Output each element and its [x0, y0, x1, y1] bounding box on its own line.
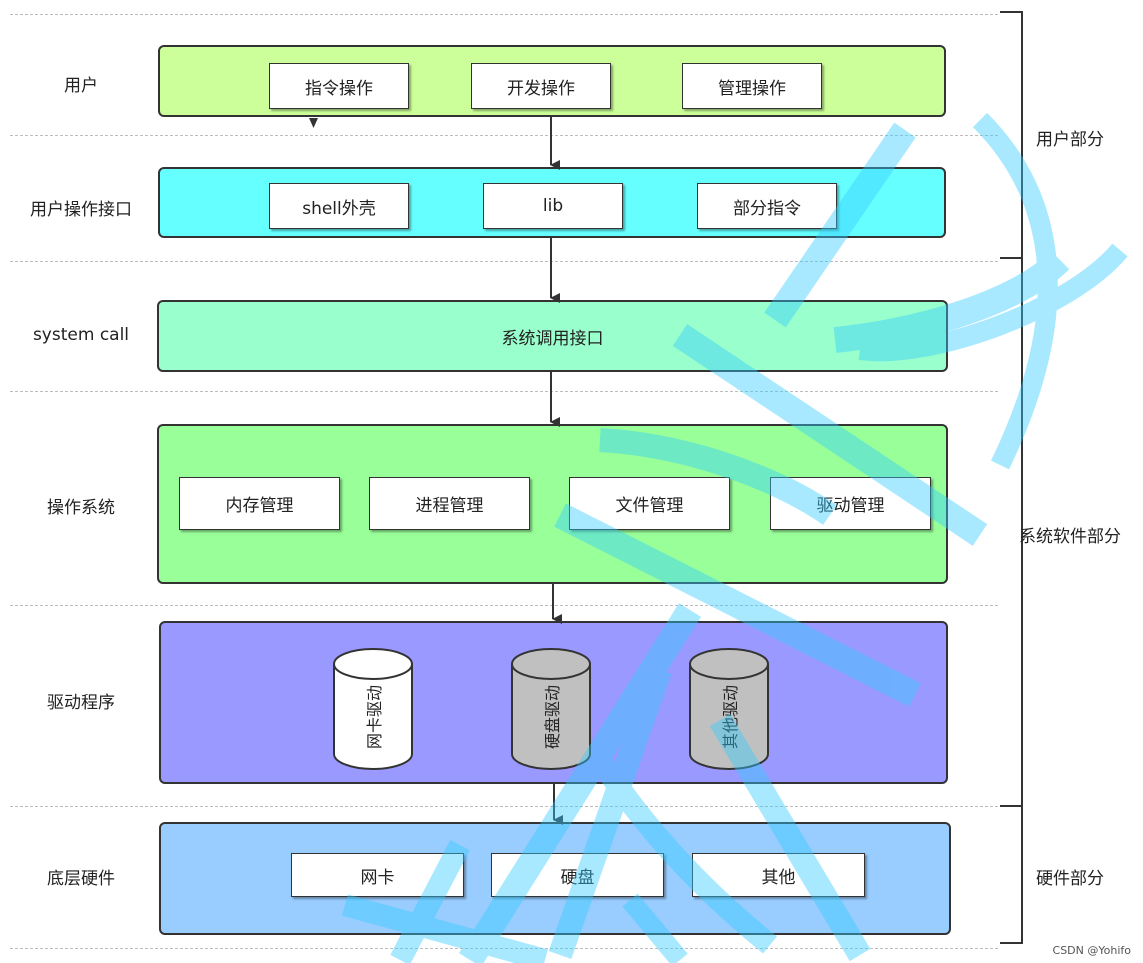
watermark-stroke	[709, 713, 871, 962]
section-label-user: 用户部分	[1036, 130, 1104, 150]
separator-line	[10, 948, 998, 949]
lib-box: lib	[483, 183, 623, 229]
watermark-stroke	[672, 324, 988, 546]
credit-text: CSDN @Yohifo	[1052, 944, 1131, 957]
other-box: 其他	[692, 853, 865, 897]
watermark-stroke	[764, 122, 916, 328]
section-label-hardware: 硬件部分	[1036, 869, 1104, 889]
watermark-stroke	[590, 753, 777, 954]
bracket-hardware-part	[1000, 805, 1023, 944]
separator-line	[10, 135, 998, 136]
row-label-user: 用户	[64, 76, 98, 96]
watermark-stroke	[458, 603, 702, 963]
disk-box: 硬盘	[491, 853, 664, 897]
watermark-stroke	[554, 503, 921, 707]
cylinder-body	[689, 664, 769, 770]
watermark-stroke	[972, 112, 1058, 470]
row-label-drivers: 驱动程序	[47, 693, 115, 713]
watermark-stroke	[833, 250, 1070, 353]
memory-mgmt-box: 内存管理	[179, 477, 340, 530]
cylinder-top	[333, 648, 413, 680]
user-command-op-box: 指令操作	[269, 63, 409, 109]
nic-driver-cylinder: 网卡驱动	[333, 648, 413, 770]
cylinder-body	[333, 664, 413, 770]
watermark-stroke	[622, 893, 688, 963]
partial-commands-box: 部分指令	[697, 183, 837, 229]
separator-line	[10, 605, 998, 606]
file-mgmt-box: 文件管理	[569, 477, 730, 530]
user-dev-op-box: 开发操作	[471, 63, 611, 109]
user-admin-op-box: 管理操作	[682, 63, 822, 109]
other-driver-cylinder: 其他驱动	[689, 648, 769, 770]
section-label-system: 系统软件部分	[1019, 527, 1121, 547]
disk-driver-cylinder: 硬盘驱动	[511, 648, 591, 770]
watermark-stroke	[858, 243, 1128, 362]
row-label-system-call: system call	[32, 325, 130, 345]
watermark-stroke	[342, 894, 548, 963]
separator-line	[10, 391, 998, 392]
driver-mgmt-box: 驱动管理	[770, 477, 931, 530]
separator-line	[10, 14, 998, 15]
small-arrow-icon	[309, 118, 318, 128]
row-label-user-interface: 用户操作接口	[30, 200, 132, 220]
cylinder-body	[511, 664, 591, 770]
separator-line	[10, 806, 998, 807]
cylinder-top	[511, 648, 591, 680]
watermark-stroke	[599, 428, 837, 525]
row-label-hardware: 底层硬件	[47, 869, 115, 889]
watermark-stroke	[548, 666, 672, 959]
process-mgmt-box: 进程管理	[369, 477, 530, 530]
shell-box: shell外壳	[269, 183, 409, 229]
nic-box: 网卡	[291, 853, 464, 897]
cylinder-top	[689, 648, 769, 680]
row-label-os: 操作系统	[47, 498, 115, 518]
syscall-interface-label: 系统调用接口	[501, 328, 604, 349]
watermark-stroke	[390, 839, 470, 963]
watermark	[342, 112, 1128, 963]
separator-line	[10, 261, 998, 262]
